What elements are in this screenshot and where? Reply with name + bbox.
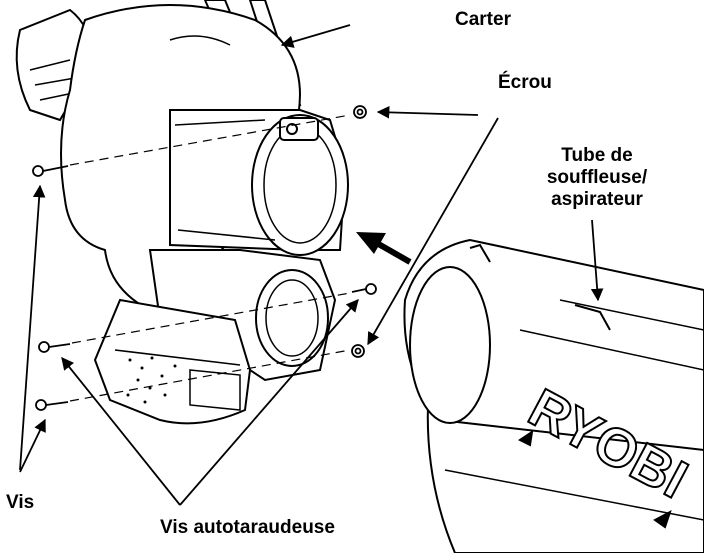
nut-bottom: [351, 344, 365, 358]
label-vis: Vis: [6, 492, 35, 513]
ecrou-leader-bottom: [367, 117, 499, 346]
leader-lines: [19, 24, 604, 506]
screw-top-left: [32, 165, 69, 177]
vis-leader-2: [19, 418, 46, 473]
vta-leader-1: [61, 357, 181, 506]
fasteners: [32, 105, 377, 411]
label-ecrou: Écrou: [498, 72, 552, 93]
label-vis-autotaraudeuse: Vis autotaraudeuse: [160, 517, 335, 538]
label-tube-line1: Tube de: [561, 145, 633, 166]
label-tube-line2: souffleuse/: [546, 167, 648, 188]
blower-tube: RYOBI: [403, 238, 704, 553]
label-carter: Carter: [455, 9, 511, 30]
screw-mid-left: [38, 341, 71, 353]
alignment-lines: [69, 114, 351, 402]
screw-mid-right: [351, 283, 377, 295]
nut-top: [353, 105, 367, 119]
label-tube-line3: aspirateur: [551, 189, 643, 210]
tube-leader: [590, 219, 604, 302]
vent-dots: [126, 356, 177, 404]
blower-housing: [15, 0, 349, 425]
screw-bottom-left: [35, 399, 69, 411]
assembly-arrow: [356, 232, 412, 265]
ecrou-leader-top: [376, 106, 479, 119]
vta-leader-2: [179, 299, 359, 506]
carter-leader: [280, 24, 351, 48]
label-tube: Tube de souffleuse/ aspirateur: [530, 145, 664, 211]
vis-leader-1: [19, 184, 46, 471]
